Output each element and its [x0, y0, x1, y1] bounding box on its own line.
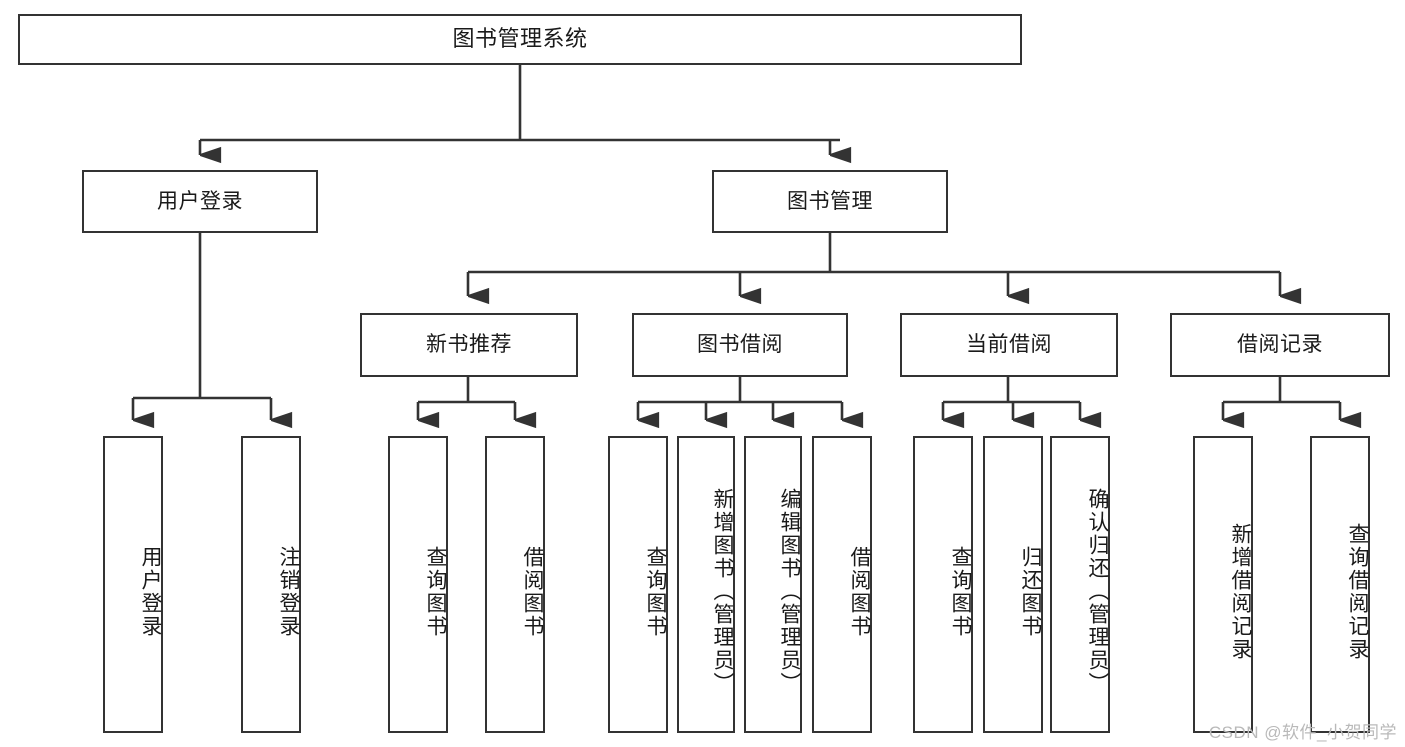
node-leaf-query-book-3-label: 查询图书	[949, 545, 972, 638]
node-current-borrow-label: 当前借阅	[966, 333, 1052, 357]
node-leaf-borrow-book-2-label: 借阅图书	[848, 545, 871, 638]
node-leaf-query-book-1[interactable]: 查询图书	[388, 436, 448, 733]
node-new-book-recommend[interactable]: 新书推荐	[360, 313, 578, 377]
node-leaf-return-book-label: 归还图书	[1019, 545, 1042, 638]
node-leaf-query-book-1-label: 查询图书	[424, 545, 447, 638]
node-book-management-label: 图书管理	[787, 189, 873, 213]
node-user-login[interactable]: 用户登录	[82, 170, 318, 233]
node-leaf-confirm-return[interactable]: 确认归还（管理员）	[1050, 436, 1110, 733]
node-leaf-add-record-label: 新增借阅记录	[1229, 522, 1252, 661]
node-borrow-record[interactable]: 借阅记录	[1170, 313, 1390, 377]
node-leaf-query-record[interactable]: 查询借阅记录	[1310, 436, 1370, 733]
node-leaf-query-book-2-label: 查询图书	[644, 545, 667, 638]
node-book-management[interactable]: 图书管理	[712, 170, 948, 233]
node-leaf-logout[interactable]: 注销登录	[241, 436, 301, 733]
node-user-login-label: 用户登录	[157, 189, 243, 213]
node-leaf-add-record[interactable]: 新增借阅记录	[1193, 436, 1253, 733]
node-leaf-user-login[interactable]: 用户登录	[103, 436, 163, 733]
node-leaf-add-book[interactable]: 新增图书（管理员）	[677, 436, 735, 733]
node-leaf-edit-book[interactable]: 编辑图书（管理员）	[744, 436, 802, 733]
node-leaf-confirm-return-label: 确认归还（管理员）	[1086, 488, 1109, 695]
node-leaf-add-book-label: 新增图书（管理员）	[711, 488, 734, 695]
node-leaf-borrow-book-1[interactable]: 借阅图书	[485, 436, 545, 733]
node-leaf-return-book[interactable]: 归还图书	[983, 436, 1043, 733]
node-root[interactable]: 图书管理系统	[18, 14, 1022, 65]
node-leaf-edit-book-label: 编辑图书（管理员）	[778, 488, 801, 695]
node-book-borrow-label: 图书借阅	[697, 333, 783, 357]
node-current-borrow[interactable]: 当前借阅	[900, 313, 1118, 377]
node-leaf-query-book-3[interactable]: 查询图书	[913, 436, 973, 733]
watermark: CSDN @软件_小贺同学	[1208, 723, 1397, 742]
node-leaf-query-record-label: 查询借阅记录	[1346, 522, 1369, 661]
node-leaf-query-book-2[interactable]: 查询图书	[608, 436, 668, 733]
node-leaf-user-login-label: 用户登录	[139, 545, 162, 638]
node-leaf-logout-label: 注销登录	[277, 545, 300, 638]
node-borrow-record-label: 借阅记录	[1237, 333, 1323, 357]
node-new-book-recommend-label: 新书推荐	[426, 333, 512, 357]
node-book-borrow[interactable]: 图书借阅	[632, 313, 848, 377]
node-leaf-borrow-book-1-label: 借阅图书	[521, 545, 544, 638]
node-root-label: 图书管理系统	[452, 26, 588, 52]
node-leaf-borrow-book-2[interactable]: 借阅图书	[812, 436, 872, 733]
